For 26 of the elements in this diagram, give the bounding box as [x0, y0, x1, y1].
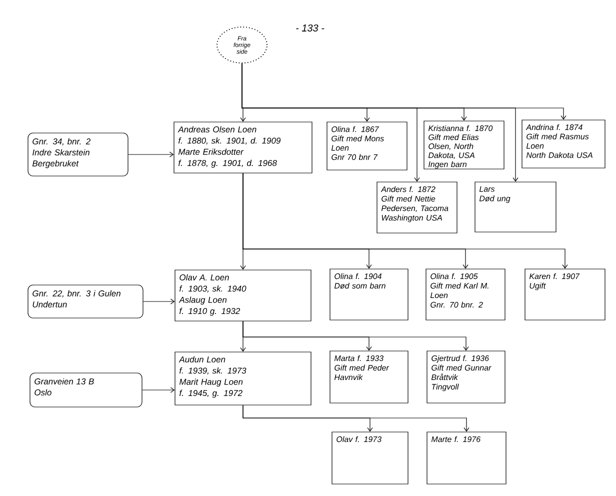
- couple-box: Olav A. Loen f. 1903, sk. 1940 Aslaug Loen f. 1910 g. 1932: [174, 270, 312, 322]
- arrow: [143, 298, 175, 304]
- person-box: Marta f. 1933 Gift med Peder Havnvik: [330, 350, 408, 404]
- person-box: Olina f. 1904 Død som barn: [330, 268, 408, 320]
- person-box: Anders f. 1872 Gift med Nettie Pedersen, Tacoma Washington USA: [376, 182, 458, 234]
- arrow: [242, 63, 566, 120]
- person-box: Kristianna f. 1870 Gift med Elias Olsen, North Dakota, USA Ingen barn: [424, 120, 504, 170]
- person-box: Marte f. 1976: [426, 432, 506, 484]
- arrow: [242, 405, 470, 432]
- person-box: Lars Død ung: [474, 182, 556, 232]
- person-box: Olav f. 1973: [332, 432, 408, 484]
- person-box: Gjertrud f. 1936 Gift med Gunnar Bråttvik Tingvoll: [426, 350, 506, 404]
- couple-box: Audun Loen f. 1939, sk. 1973 Marit Haug Loen f. 1945, g. 1972: [174, 352, 312, 406]
- arrow: [142, 387, 175, 393]
- couple-box: Andreas Olsen Loen f. 1880, sk. 1901, d. 1909 Marte Eriksdotter f. 1878, g. 1901, d. 1968: [174, 122, 312, 174]
- arrow: [128, 152, 174, 158]
- person-box: Olina f. 1905 Gift med Karl M. Loen Gnr. 70 bnr. 2: [426, 268, 506, 320]
- person-box: Andrina f. 1874 Gift med Rasmus Loen North Dakota USA: [522, 120, 606, 168]
- place-box: Granveien 13 B Oslo: [30, 372, 142, 408]
- person-box: Karen f. 1907 Ugift: [524, 268, 606, 320]
- arrow: [242, 321, 469, 351]
- page-number: - 133 -: [296, 24, 324, 32]
- person-box: Olina f. 1867 Gift med Mons Loen Gnr 70 bnr 7: [326, 122, 408, 170]
- place-box: Gnr. 22, bnr. 3 i Gulen Undertun: [28, 284, 144, 318]
- arrow: [242, 173, 568, 269]
- place-box: Gnr. 34, bnr. 2 Indre Skarstein Bergebruket: [28, 132, 128, 176]
